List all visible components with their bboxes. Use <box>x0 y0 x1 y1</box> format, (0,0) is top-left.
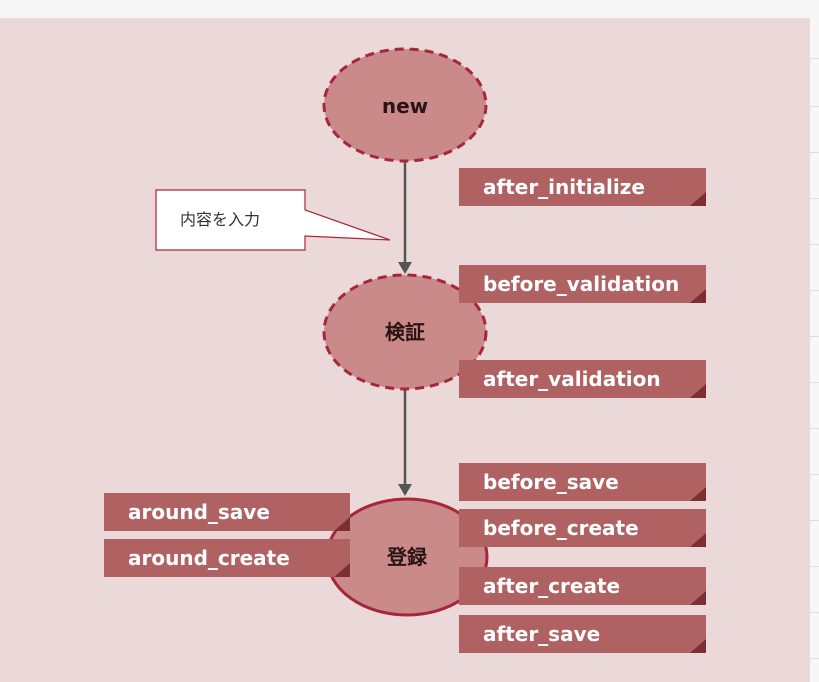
tag-after-initialize: after_initialize <box>459 168 706 206</box>
tag-before-validation: before_validation <box>459 265 706 303</box>
node-validation <box>322 273 488 391</box>
node-register-label: 登録 <box>387 545 427 569</box>
callout-box <box>155 189 391 251</box>
tag-before-create: before_create <box>459 509 706 547</box>
tag-around-create: around_create <box>104 539 350 577</box>
node-new <box>322 47 488 163</box>
right-edge-strip <box>810 18 819 682</box>
node-new-label: new <box>381 94 429 118</box>
tag-around-save: around_save <box>104 493 350 531</box>
node-validation-label: 検証 <box>385 320 425 344</box>
callout-text: 内容を入力 <box>180 210 261 229</box>
tag-after-save: after_save <box>459 615 706 653</box>
tag-after-create: after_create <box>459 567 706 605</box>
tag-after-validation: after_validation <box>459 360 706 398</box>
tag-before-save: before_save <box>459 463 706 501</box>
